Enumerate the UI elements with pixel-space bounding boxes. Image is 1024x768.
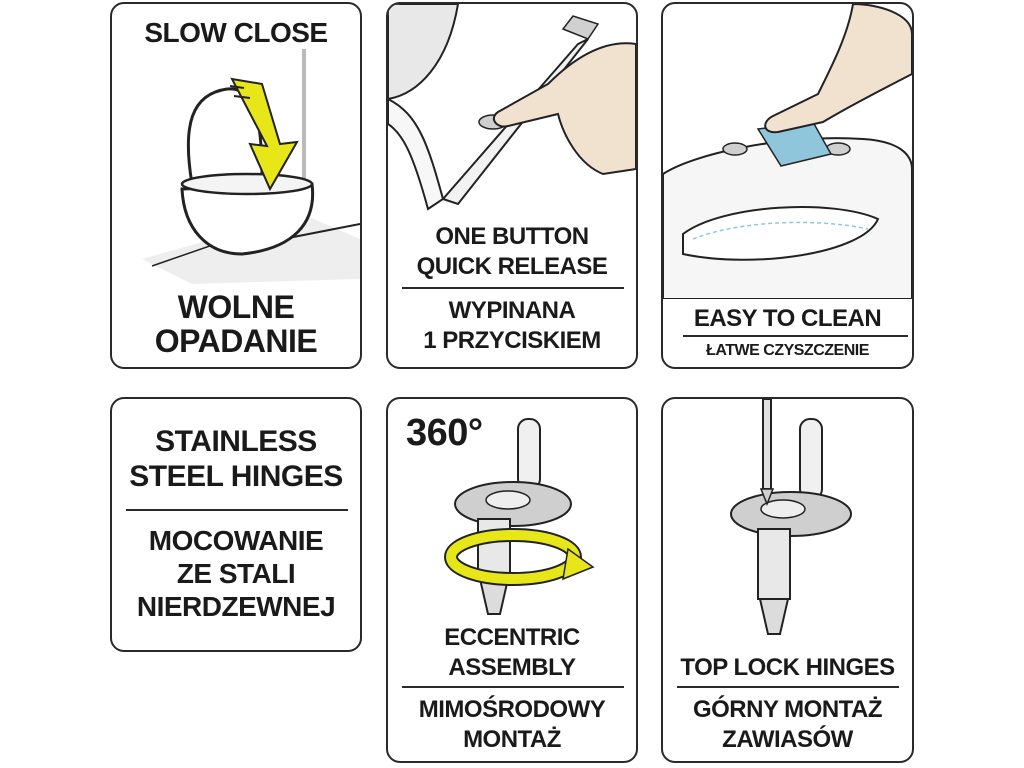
stainless-pl-line1: MOCOWANIE	[148, 525, 324, 556]
eccentric-divider	[402, 686, 624, 688]
stainless-en-line2: STEEL HINGES	[129, 460, 343, 493]
quick-release-en-line2: QUICK RELEASE	[416, 253, 608, 280]
slow-close-panel: SLOW CLOSE WOLNE OPADANIE	[110, 2, 362, 369]
top-lock-divider	[677, 686, 899, 688]
slow-close-arrow-icon	[142, 49, 360, 284]
release-button-hand-icon	[388, 4, 636, 211]
quick-release-en-line1: ONE BUTTON	[435, 223, 589, 250]
eccentric-pl-line2: MONTAŻ	[463, 726, 561, 753]
top-lock-panel: TOP LOCK HINGES GÓRNY MONTAŻ ZAWIASÓW	[661, 397, 914, 763]
slow-close-pl-line1: WOLNE	[177, 289, 295, 325]
quick-release-pl-line2: 1 PRZYCISKIEM	[423, 327, 601, 354]
top-lock-en: TOP LOCK HINGES	[680, 654, 895, 681]
top-lock-pl-line2: ZAWIASÓW	[722, 726, 853, 753]
easy-clean-pl: ŁATWE CZYSZCZENIE	[706, 342, 869, 359]
easy-clean-divider	[683, 335, 908, 337]
hinge-360-rotation-icon	[444, 418, 595, 615]
slow-close-pl-line2: OPADANIE	[154, 323, 318, 359]
quick-release-divider	[402, 287, 624, 289]
quick-release-panel: ONE BUTTON QUICK RELEASE WYPINANA 1 PRZY…	[386, 2, 638, 369]
quick-release-pl-line1: WYPINANA	[448, 297, 576, 324]
eccentric-360-badge: 360°	[406, 412, 483, 454]
easy-clean-en: EASY TO CLEAN	[693, 305, 882, 332]
stainless-divider	[126, 509, 348, 511]
eccentric-en-line1: ECCENTRIC	[444, 624, 580, 651]
stainless-en-line1: STAINLESS	[155, 425, 317, 458]
slow-close-title: SLOW CLOSE	[144, 17, 328, 48]
top-lock-pl-line1: GÓRNY MONTAŻ	[692, 696, 883, 723]
easy-clean-panel: EASY TO CLEAN ŁATWE CZYSZCZENIE	[661, 2, 914, 369]
eccentric-en-line2: ASSEMBLY	[448, 654, 576, 681]
stainless-panel: STAINLESS STEEL HINGES MOCOWANIE ZE STAL…	[110, 397, 362, 652]
screwdriver-hinge-icon	[730, 399, 852, 635]
eccentric-pl-line1: MIMOŚRODOWY	[418, 696, 606, 723]
eccentric-panel: 360° ECCENTRIC ASSEMBLY MIMOŚRODOWY MONT…	[386, 397, 638, 763]
stainless-pl-line2: ZE STALI	[176, 558, 296, 589]
stainless-pl-line3: NIERDZEWNEJ	[136, 591, 336, 622]
wiping-hand-icon	[663, 4, 912, 299]
